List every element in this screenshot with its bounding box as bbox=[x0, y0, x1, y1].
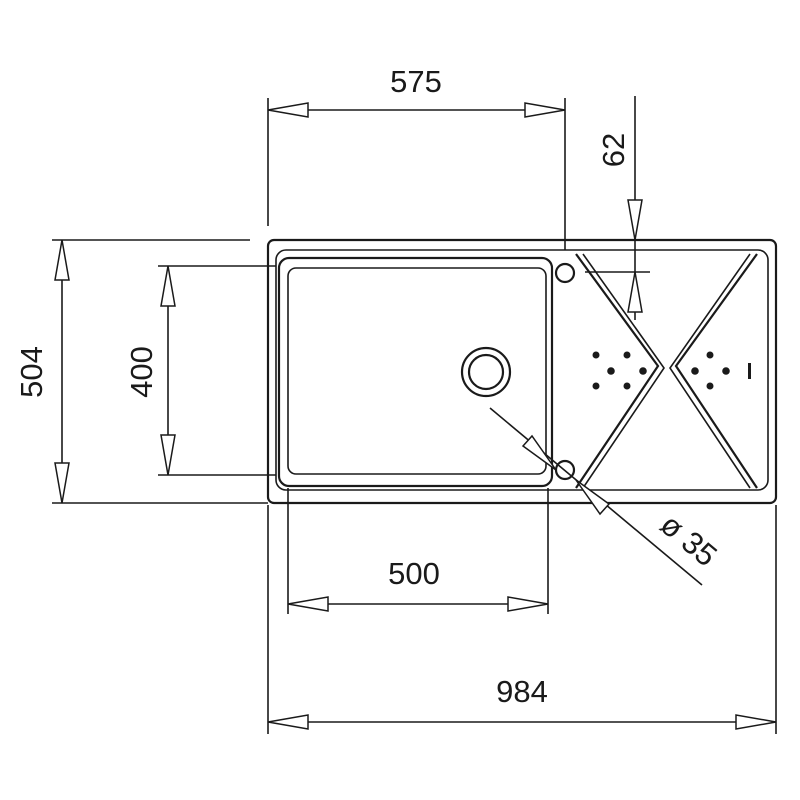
dimension-top-width: 575 bbox=[267, 64, 566, 250]
dimension-label-62: 62 bbox=[596, 133, 631, 167]
dimension-label-575: 575 bbox=[390, 64, 442, 99]
sink-outline bbox=[266, 238, 778, 505]
bowl-outer bbox=[277, 256, 554, 488]
drain-inner-icon bbox=[467, 353, 505, 391]
dimension-label-diameter-35: ø 35 bbox=[654, 507, 724, 574]
bowl-inner bbox=[287, 267, 547, 475]
dimension-bowl-width: 500 bbox=[287, 488, 549, 614]
sink-outer-rim bbox=[266, 238, 778, 505]
dimension-label-504: 504 bbox=[14, 346, 49, 398]
drainer-chevron-left-outer bbox=[575, 253, 660, 489]
sink-inner-rim bbox=[275, 249, 769, 491]
dimension-drain-diameter: ø 35 bbox=[489, 407, 724, 586]
dimension-label-400: 400 bbox=[124, 346, 159, 398]
drain-outer-icon bbox=[460, 346, 512, 398]
dimension-overall-depth: 504 bbox=[14, 239, 268, 504]
drainer-chevron-right-outer bbox=[674, 253, 758, 489]
dimension-label-984: 984 bbox=[496, 674, 548, 709]
drainer-chevron-right-inner bbox=[669, 253, 751, 489]
dimension-label-500: 500 bbox=[388, 556, 440, 591]
drainer-chevron-left-inner bbox=[582, 253, 665, 489]
drainer-holes bbox=[592, 351, 751, 390]
dimension-overall-width: 984 bbox=[267, 505, 777, 734]
dimension-bowl-depth: 400 bbox=[124, 265, 276, 476]
dimension-drainer-offset: 62 bbox=[585, 96, 650, 320]
tap-hole-icon bbox=[554, 262, 576, 284]
